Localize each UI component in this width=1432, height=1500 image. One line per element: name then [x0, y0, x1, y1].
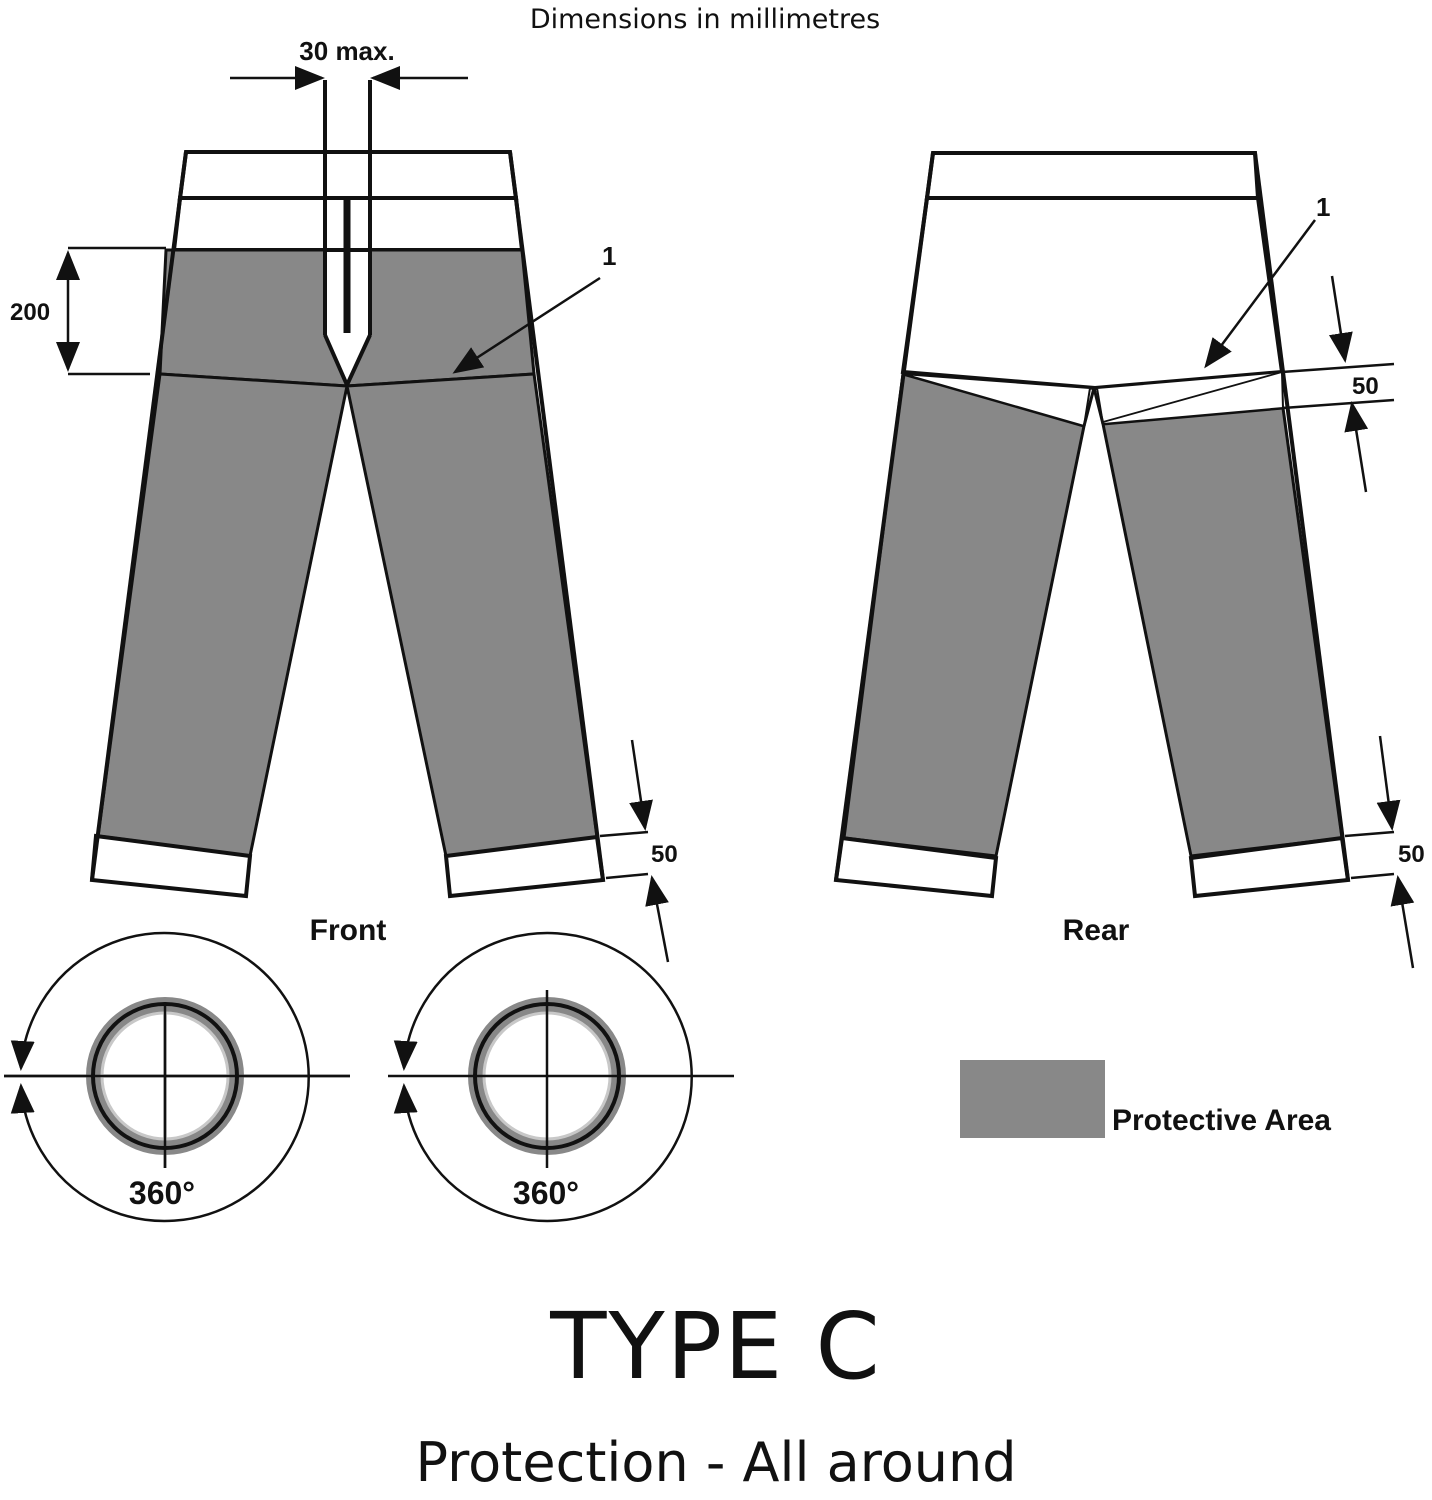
- rear-crotch-seam: [1082, 387, 1105, 427]
- units-note: Dimensions in millimetres: [530, 4, 880, 35]
- rear-view-label: Rear: [1063, 914, 1130, 947]
- type-title: TYPE C: [550, 1293, 882, 1400]
- rear-waistband: [924, 151, 1261, 200]
- rotation-label-right: 360°: [513, 1175, 579, 1211]
- front-hem-arrow-bottom: [645, 875, 670, 963]
- rear-hem-arrow-top: [1376, 735, 1401, 831]
- front-right-leg-protective-area: [345, 372, 599, 858]
- legend: Protective Area: [960, 1060, 1331, 1138]
- fly-width-label: 30 max.: [299, 36, 394, 66]
- front-left-leg-protective-area: [96, 372, 349, 858]
- leader-1-front: [452, 276, 601, 374]
- rear-seat-ext-bottom: [1282, 398, 1395, 410]
- rear-hem-ext-bottom: [1350, 872, 1395, 880]
- rear-crotch-left: [902, 373, 1092, 428]
- front-dimensions: [56, 66, 670, 963]
- front-hem-label: 50: [651, 841, 678, 868]
- rear-dimensions: [1102, 219, 1415, 969]
- type-subtitle: Protection - All around: [415, 1431, 1017, 1494]
- rear-left-leg-protective-area: [842, 372, 1086, 858]
- front-hem-ext-top: [599, 830, 649, 838]
- rear-seat-ext-top: [1281, 362, 1395, 374]
- trousers-diagram: Dimensions in millimetres: [4, 4, 1425, 1223]
- front-hem-ext-bottom: [605, 872, 649, 880]
- rear-outline-left: [834, 152, 935, 881]
- rear-outline-right: [1253, 152, 1350, 881]
- leader-1-rear-label: 1: [1316, 192, 1330, 222]
- rear-hem-label: 50: [1398, 841, 1425, 868]
- leader-1-rear-diag: [1102, 371, 1283, 423]
- front-view-label: Front: [310, 914, 387, 947]
- leader-1-rear: [1204, 219, 1317, 369]
- front-height-label: 200: [10, 299, 50, 326]
- front-waistband: [177, 150, 519, 200]
- rear-hem-arrow-bottom: [1390, 875, 1415, 969]
- front-outline-right: [508, 151, 605, 881]
- rear-seat-arrow-bottom: [1344, 401, 1369, 493]
- front-fly-tip: [323, 334, 372, 390]
- rear-seat-label: 50: [1352, 373, 1379, 400]
- rear-hem-ext-top: [1344, 830, 1395, 838]
- rotation-diagram-right: 360°: [388, 931, 734, 1223]
- front-hem-arrow-top: [629, 739, 653, 831]
- rear-seat-unprotected: [900, 196, 1285, 391]
- front-outline-left: [90, 151, 188, 881]
- rear-right-leg-protective-area: [1101, 406, 1344, 858]
- legend-label: Protective Area: [1112, 1104, 1331, 1137]
- leader-1-front-label: 1: [602, 241, 616, 271]
- rear-view: [833, 151, 1351, 899]
- front-view: [89, 80, 606, 899]
- rear-seat-arrow-top: [1329, 275, 1353, 363]
- rotation-diagram-left: 360°: [4, 931, 350, 1223]
- legend-swatch: [960, 1060, 1105, 1138]
- rotation-label-left: 360°: [129, 1175, 195, 1211]
